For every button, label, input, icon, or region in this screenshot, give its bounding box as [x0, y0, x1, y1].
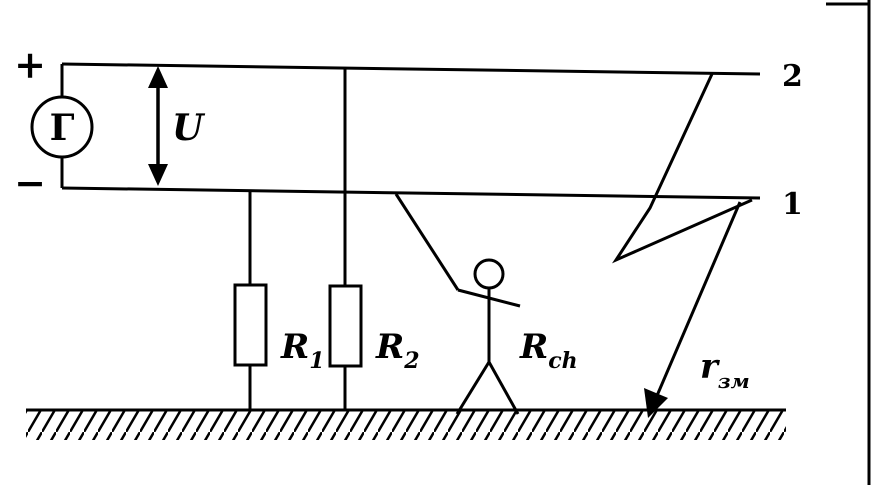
line-2-label: 2 — [782, 59, 803, 94]
hatched-ground-icon — [26, 408, 786, 440]
rch-label: Rch — [519, 327, 578, 374]
generator-label: Г — [50, 107, 75, 149]
generator-icon — [30, 64, 94, 188]
plus-sign: + — [14, 42, 46, 87]
stick-figure-icon — [394, 193, 521, 415]
line-1-label: 1 — [782, 187, 803, 222]
rzm-label: rзм — [700, 347, 750, 393]
r1-label: R1 — [280, 327, 325, 374]
resistor-r2-branch — [328, 68, 363, 410]
resistor-r1-icon — [233, 283, 268, 367]
voltage-label: U — [172, 107, 206, 149]
minus-sign: − — [14, 160, 46, 205]
resistor-r2-icon — [328, 284, 363, 368]
voltage-arrow-icon — [148, 66, 168, 186]
resistor-r1-branch — [233, 192, 268, 410]
line-2-wire — [61, 62, 761, 76]
fault-break-icon — [611, 73, 753, 264]
line-1-wire — [61, 186, 761, 200]
r2-label: R2 — [375, 327, 420, 374]
